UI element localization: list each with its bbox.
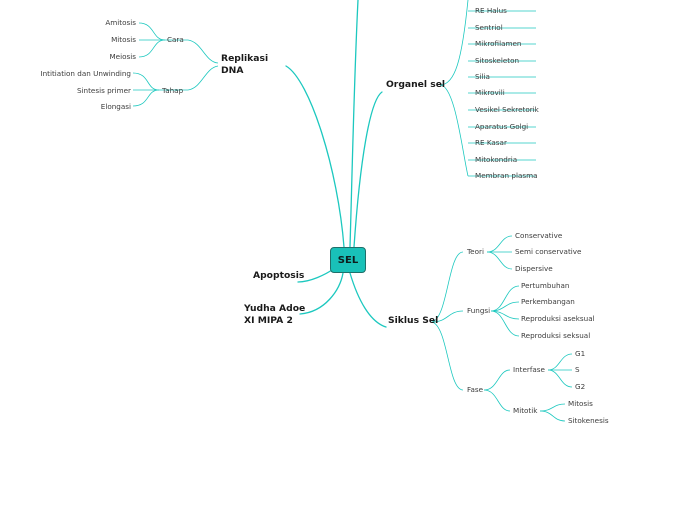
subtopic-fungsi[interactable]: Fungsi	[467, 306, 491, 315]
topic-apoptosis[interactable]: Apoptosis	[253, 270, 305, 281]
organel-item[interactable]: Mitokondria	[475, 155, 518, 164]
fungsi-item[interactable]: Perkembangan	[521, 297, 575, 306]
connector-root-author	[299, 272, 344, 315]
subtopic-tahap[interactable]: Tahap	[162, 86, 184, 95]
organel-item[interactable]: Vesikel Sekretorik	[475, 105, 539, 114]
connector-root-top	[349, 0, 359, 248]
tahap-item-sintesis-primer[interactable]: Sintesis primer	[76, 86, 131, 95]
fungsi-item[interactable]: Pertumbuhan	[521, 281, 570, 290]
teori-item[interactable]: Dispersive	[515, 264, 553, 273]
connector-root-replikasi	[285, 65, 345, 248]
organel-item[interactable]: Aparatus Golgi	[475, 122, 529, 131]
topic-replikasi-dna[interactable]: Replikasi DNA	[221, 53, 269, 76]
topic-organel-sel[interactable]: Organel sel	[386, 79, 446, 90]
tahap-item-elongasi[interactable]: Elongasi	[100, 102, 131, 111]
teori-item[interactable]: Conservative	[515, 231, 563, 240]
interfase-item[interactable]: S	[575, 365, 580, 374]
subtopic-teori[interactable]: Teori	[467, 247, 484, 256]
interfase-item[interactable]: G1	[575, 349, 586, 358]
organel-item[interactable]: Mikrovili	[475, 88, 505, 97]
topic-siklus-sel[interactable]: Siklus Sel	[388, 315, 439, 326]
cara-item-mitosis[interactable]: Mitosis	[111, 35, 136, 44]
mitotik-item[interactable]: Sitokenesis	[568, 416, 609, 425]
cara-item-amitosis[interactable]: Amitosis	[105, 18, 136, 27]
organel-item[interactable]: Sentriol	[475, 23, 503, 32]
teori-item[interactable]: Semi conservative	[515, 247, 582, 256]
subtopic-cara[interactable]: Cara	[167, 35, 184, 44]
connector-root-organel	[353, 91, 383, 248]
organel-item[interactable]: Sitoskeleton	[475, 56, 520, 65]
organel-item[interactable]: Silia	[475, 72, 490, 81]
organel-item[interactable]: Membran plasma	[475, 171, 538, 180]
tahap-item-initiation[interactable]: Intitiation dan Unwinding	[40, 69, 132, 78]
fase-interfase[interactable]: Interfase	[513, 365, 545, 374]
organel-item[interactable]: Mikrofilamen	[475, 39, 522, 48]
interfase-item[interactable]: G2	[575, 382, 586, 391]
organel-item[interactable]: RE Halus	[475, 6, 507, 15]
subtopic-fase[interactable]: Fase	[467, 385, 484, 394]
connector-root-siklus	[349, 272, 387, 328]
fungsi-item[interactable]: Reproduksi seksual	[521, 331, 591, 340]
root-node[interactable]: SEL	[330, 247, 366, 273]
author-label[interactable]: Yudha Adoe XI MIPA 2	[244, 303, 306, 326]
fungsi-item[interactable]: Reproduksi aseksual	[521, 314, 595, 323]
fase-mitotik[interactable]: Mitotik	[513, 406, 538, 415]
mitotik-item[interactable]: Mitosis	[568, 399, 593, 408]
organel-item[interactable]: RE Kasar	[475, 138, 507, 147]
cara-item-meiosis[interactable]: Meiosis	[109, 52, 136, 61]
